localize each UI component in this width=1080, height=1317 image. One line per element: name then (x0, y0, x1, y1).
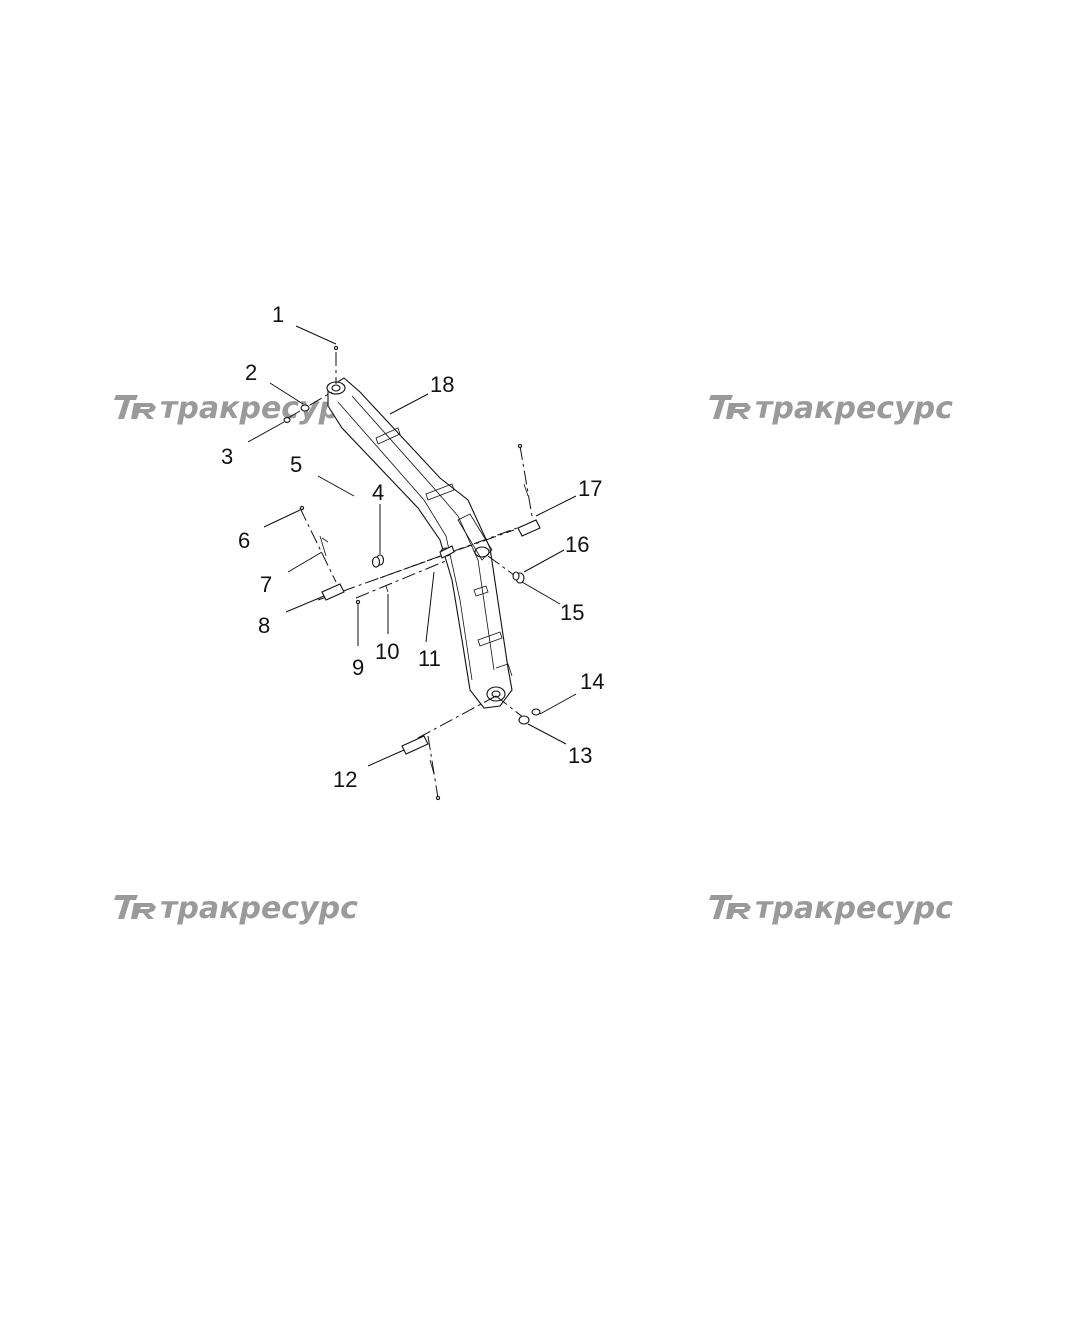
tr-monogram-logo (114, 395, 156, 419)
callout-14: 14 (580, 669, 604, 694)
watermark-top-right: тракресурс (709, 391, 953, 426)
part-6-bolt (299, 505, 305, 511)
part-11-pin (439, 545, 455, 559)
callout-6: 6 (238, 528, 250, 553)
callout-18: 18 (430, 372, 454, 397)
callout-10: 10 (375, 639, 399, 664)
callout-17: 17 (578, 476, 602, 501)
callout-11: 11 (418, 646, 441, 671)
callout-13: 13 (568, 743, 592, 768)
watermark-text: тракресурс (755, 891, 953, 926)
watermark-text: тракресурс (755, 391, 953, 426)
callout-2: 2 (245, 360, 257, 385)
part-15-bushing (512, 571, 520, 581)
callout-1: 1 (272, 302, 284, 327)
part-12-pin (401, 735, 429, 755)
tr-monogram-logo (709, 895, 751, 919)
callout-8: 8 (258, 613, 270, 638)
callout-16: 16 (565, 532, 589, 557)
leader-lines (247, 325, 577, 767)
callout-5: 5 (290, 452, 302, 477)
part-10-plate (385, 585, 389, 593)
callout-9: 9 (352, 655, 364, 680)
callout-3: 3 (221, 444, 233, 469)
tr-monogram-logo (114, 895, 156, 919)
part-1-fitting (333, 345, 339, 351)
tr-monogram-logo (709, 395, 751, 419)
watermark-text: тракресурс (160, 391, 358, 426)
part-9-bolt (355, 599, 361, 605)
part-7-lock (319, 535, 329, 557)
callout-labels: 1 2 3 4 5 6 7 8 9 10 11 12 13 14 15 16 1… (221, 302, 604, 792)
part-14-washer (531, 708, 541, 716)
part-13-washer (518, 715, 530, 725)
part-8-pin (321, 583, 345, 601)
loose-parts (283, 345, 541, 801)
callout-15: 15 (560, 600, 584, 625)
watermark-bottom-left: тракресурс (114, 891, 358, 926)
callout-4: 4 (372, 480, 384, 505)
assembly-centerlines (287, 352, 533, 799)
part-17-pin (517, 519, 541, 537)
watermark-top-left: тракресурс (114, 391, 358, 426)
callout-7: 7 (260, 572, 272, 597)
callout-12: 12 (333, 767, 357, 792)
part-3-ring (283, 417, 291, 423)
part-2-bushing (300, 404, 310, 412)
watermark-text: тракресурс (160, 891, 358, 926)
watermark-bottom-right: тракресурс (709, 891, 953, 926)
